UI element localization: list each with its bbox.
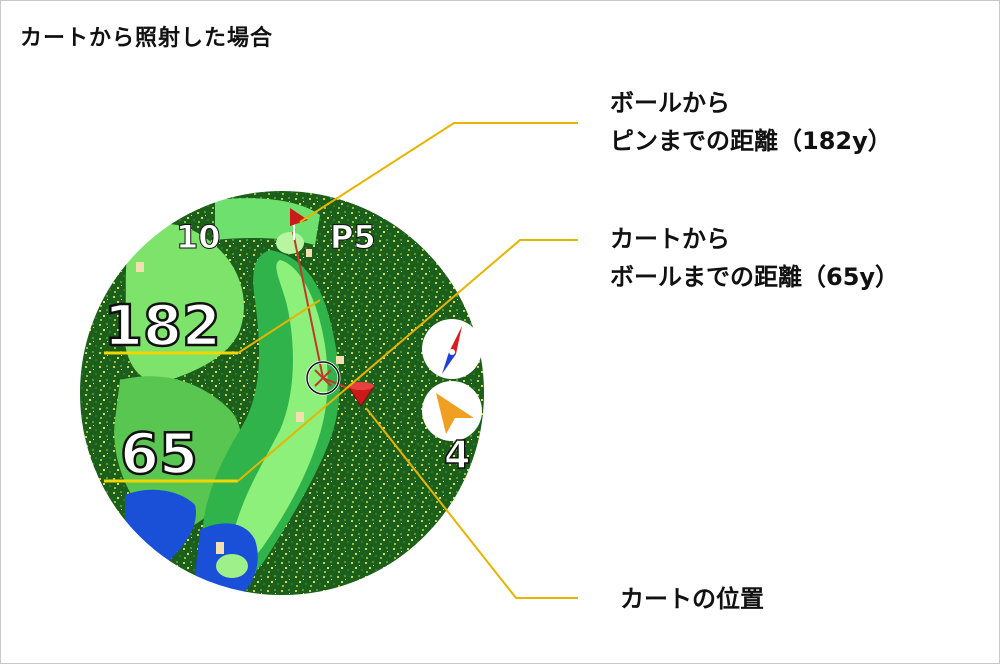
direction-arrow-icon [422, 381, 482, 441]
tee-green [216, 554, 248, 578]
cart-position-callout: カートの位置 [620, 580, 764, 618]
pin-distance-connector [237, 299, 321, 354]
pin-aim-line [292, 231, 324, 379]
pin-callout-line1: ボールから [610, 89, 730, 117]
fairway-light [231, 260, 328, 562]
cart-marker-icon [347, 382, 375, 407]
pin-distance-value: 182 [104, 294, 221, 359]
compass-icon [422, 319, 482, 379]
ball-callout-line1: カートから [610, 225, 730, 253]
bunker [296, 412, 304, 422]
course-map [79, 190, 485, 596]
bunker [136, 262, 144, 272]
cart-callout-line1: カートの位置 [620, 585, 764, 613]
flag-icon [290, 208, 308, 240]
bunker [306, 249, 312, 257]
pin-distance-callout: ボールから ピンまでの距離（182y） [610, 84, 892, 160]
figure-title: カートから照射した場合 [20, 26, 274, 51]
ball-target-icon [305, 360, 341, 396]
par-label: P5 [330, 218, 376, 256]
green-top [276, 232, 304, 254]
bunker [336, 356, 344, 364]
ball-distance-callout: カートから ボールまでの距離（65y） [610, 220, 899, 296]
shot-count: 4 [444, 433, 470, 477]
cart-callout-line [365, 407, 578, 599]
bunker [216, 542, 224, 554]
ball-callout-line2: ボールまでの距離（65y） [610, 263, 900, 291]
map-border [78, 189, 486, 597]
pin-callout-line [299, 122, 578, 223]
ball-distance-value: 65 [120, 422, 198, 487]
fairway-left-upper [124, 223, 244, 382]
pin-callout-line2: ピンまでの距離（182y） [610, 127, 892, 155]
hole-number: 10 [176, 218, 221, 256]
ball-callout-line [237, 239, 578, 482]
